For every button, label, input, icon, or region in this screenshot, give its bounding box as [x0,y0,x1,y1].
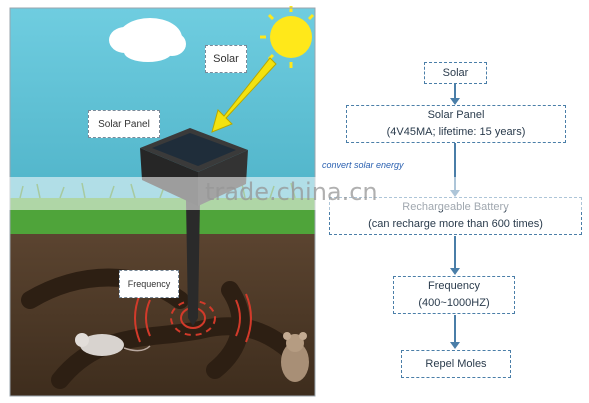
flow-node-frequency-title: Frequency [428,280,480,292]
flow-arrow-3 [450,236,460,275]
mole-repeller-illustration [9,6,316,397]
flow-arrow-1 [450,83,460,105]
flow-node-repel-moles: Repel Moles [401,350,511,378]
illustration-label-solar-panel: Solar Panel [88,110,160,138]
flow-node-solar-text: Solar [442,66,469,79]
watermark-text: trade.china.cn [205,178,378,206]
illustration-label-solar: Solar [205,45,247,73]
mouse-left [75,333,151,356]
sun-icon [260,6,315,68]
watermark-band [0,177,589,210]
flow-node-solar: Solar [424,62,487,84]
repeller-stake [186,200,200,326]
flow-node-solar-panel-spec: (4V45MA; lifetime: 15 years) [386,126,526,138]
flow-node-frequency: Frequency (400~1000HZ) [393,276,515,314]
flow-node-repel-moles-text: Repel Moles [425,357,487,370]
flow-node-frequency-spec: (400~1000HZ) [418,297,490,309]
illustration-label-frequency: Frequency [119,270,179,298]
flow-node-solar-panel: Solar Panel (4V45MA; lifetime: 15 years) [346,105,566,143]
sunlight-arrow [211,57,277,133]
flow-arrow-4 [450,315,460,349]
cloud [109,18,186,62]
flow-node-solar-panel-title: Solar Panel [427,109,485,121]
mouse-right [281,332,309,382]
flow-edge-label: convert solar energy [322,160,404,170]
flow-node-battery-spec: (can recharge more than 600 times) [368,218,543,230]
